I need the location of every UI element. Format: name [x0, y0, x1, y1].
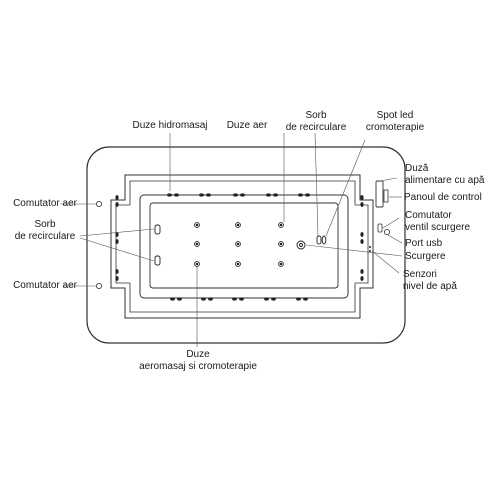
tub-second-contour — [115, 180, 369, 313]
hydro-jets-top — [167, 193, 310, 197]
hydro-jets-bottom — [170, 297, 308, 301]
label-comutator-aer-bottom: Comutator aer — [13, 280, 77, 291]
air-jet — [235, 261, 241, 267]
label-comutator-aer-top: Comutator aer — [13, 198, 77, 209]
hydro-jet — [360, 269, 364, 281]
label-comutator-ventil: Comutator ventil scurgere — [405, 210, 471, 233]
air-jet — [194, 241, 200, 247]
control-panel-inner — [383, 189, 389, 203]
air-jets-grid — [194, 222, 284, 267]
hydro-jet — [360, 232, 364, 244]
hydro-jet — [167, 193, 179, 197]
hydro-jet — [298, 193, 310, 197]
hydro-jet — [233, 193, 245, 197]
air-switch-top — [96, 200, 103, 207]
recirc-suction-right — [316, 235, 322, 245]
air-jet — [194, 261, 200, 267]
hydro-jet — [296, 297, 308, 301]
tub-floor — [149, 202, 339, 289]
control-panel-shape — [375, 180, 384, 208]
label-duze-hidromasaj: Duze hidromasaj — [132, 120, 208, 131]
label-duze-aeromasaj: Duze aeromasaj si cromoterapie — [139, 349, 257, 372]
air-jet — [235, 222, 241, 228]
air-jet — [194, 222, 200, 228]
label-sorb-left: Sorb de recirculare — [14, 219, 76, 242]
air-jet — [235, 241, 241, 247]
water-inlet-shape — [377, 223, 383, 233]
air-switch-bottom — [96, 282, 103, 289]
label-duza-alimentare: Duză alimentare cu apă — [405, 163, 485, 186]
hydro-jet — [199, 193, 211, 197]
hydro-jet — [266, 193, 278, 197]
hydro-jet — [232, 297, 244, 301]
recirc-suction-left-2 — [154, 255, 161, 266]
hydro-jets-sides — [115, 195, 364, 281]
label-spot-led: Spot led cromoterapie — [365, 110, 425, 133]
label-port-usb: Port usb — [405, 238, 443, 249]
hydro-jet — [115, 195, 119, 207]
hydro-jet — [115, 232, 119, 244]
label-panou-control: Panoul de control — [404, 192, 482, 203]
label-sorb-top: Sorb de recirculare — [285, 110, 347, 133]
air-jet — [278, 222, 284, 228]
drain — [296, 240, 306, 250]
leader-lines — [60, 132, 403, 347]
water-level-sensors — [369, 246, 371, 252]
led-spot — [321, 235, 327, 245]
tub-outer-rim — [86, 146, 406, 344]
label-scurgere: Scurgere — [405, 251, 446, 262]
recirc-suction-left-1 — [154, 224, 161, 235]
usb-port-shape — [383, 228, 390, 235]
hydro-jet — [201, 297, 213, 301]
label-duze-aer: Duze aer — [226, 120, 268, 131]
hydro-jet — [360, 195, 364, 207]
hydro-jet — [170, 297, 182, 301]
tub-inner-wall — [110, 174, 374, 319]
air-jet — [278, 261, 284, 267]
hydro-jet — [115, 269, 119, 281]
air-jet — [278, 241, 284, 247]
hydro-jet — [264, 297, 276, 301]
label-senzori: Senzori nivel de apă — [403, 269, 457, 292]
